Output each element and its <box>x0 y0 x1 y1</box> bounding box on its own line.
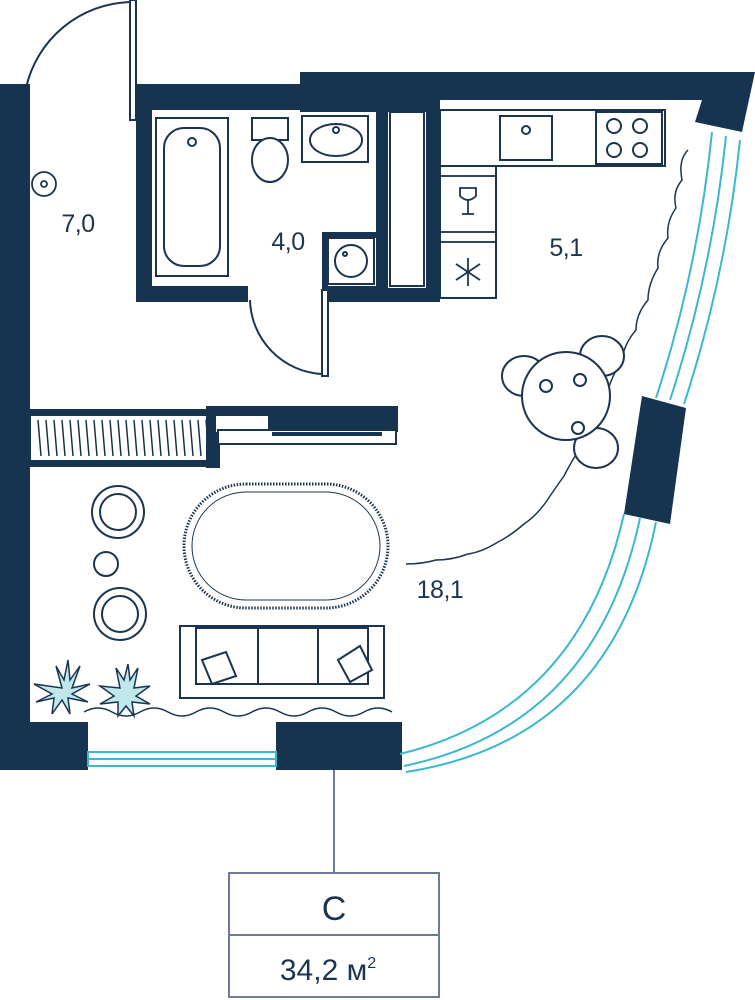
hanger-line <box>85 419 90 457</box>
hanger-line <box>165 419 170 457</box>
hanger-line <box>101 419 106 457</box>
wardrobe-partition <box>29 406 220 468</box>
fridge-icon <box>439 241 497 299</box>
hanger-line <box>181 419 186 457</box>
hanger-line <box>149 419 154 457</box>
dishwasher-icon <box>439 175 497 233</box>
area-label-hall: 7,0 <box>61 210 94 238</box>
hanger-line <box>117 419 122 457</box>
hanger-line <box>197 419 202 457</box>
plant-icon-2 <box>97 663 151 719</box>
sink-icon <box>301 115 369 163</box>
lamp-icon <box>31 171 57 197</box>
tv-console <box>212 406 398 445</box>
curtain-bottom <box>83 707 393 717</box>
hanger-line <box>53 419 58 457</box>
hanger-line <box>69 419 74 457</box>
hanger-line <box>205 419 210 457</box>
bathtub-icon <box>155 117 229 277</box>
window-bottom-left <box>87 751 277 767</box>
area-unit-superscript: 2 <box>367 955 376 972</box>
stove-icon <box>595 111 663 165</box>
hanger-line <box>61 419 66 457</box>
hanger-line <box>157 419 162 457</box>
armchair-icon-2 <box>93 587 147 641</box>
kitchen-sink-icon <box>499 115 553 161</box>
hanger-line <box>141 419 146 457</box>
hanger-line <box>189 419 194 457</box>
bathroom-door[interactable] <box>249 289 329 377</box>
plant-icon <box>33 659 91 715</box>
side-table-icon <box>93 551 119 577</box>
apartment-total-area: 34,2 м2 <box>280 954 376 987</box>
window-right-upper <box>655 131 741 405</box>
toilet-icon <box>251 117 289 183</box>
entrance-door[interactable] <box>25 0 137 121</box>
hanger-line <box>125 419 130 457</box>
area-label-bathroom: 4,0 <box>271 228 304 256</box>
exterior-walls <box>0 72 755 770</box>
armchair-icon <box>91 485 145 539</box>
hanger-line <box>45 419 50 457</box>
window-corner-curved <box>399 513 657 773</box>
apartment-type: С <box>322 890 347 928</box>
hanger-line <box>109 419 114 457</box>
hanger-line <box>93 419 98 457</box>
area-label-living: 18,1 <box>417 576 464 604</box>
dining-table-icon <box>501 335 625 469</box>
apartment-badge: С 34,2 м2 <box>228 872 440 998</box>
area-label-kitchen: 5,1 <box>549 234 582 262</box>
hanger-line <box>37 419 42 457</box>
ventilation-shaft <box>389 111 425 287</box>
pillow-icon <box>200 644 374 686</box>
hanger-line <box>77 419 82 457</box>
total-area-value: 34,2 м <box>280 954 367 987</box>
hanger-line <box>133 419 138 457</box>
washing-machine-icon <box>327 237 375 285</box>
rug-icon <box>182 482 390 610</box>
bathroom-walls <box>136 84 440 302</box>
hanger-line <box>173 419 178 457</box>
